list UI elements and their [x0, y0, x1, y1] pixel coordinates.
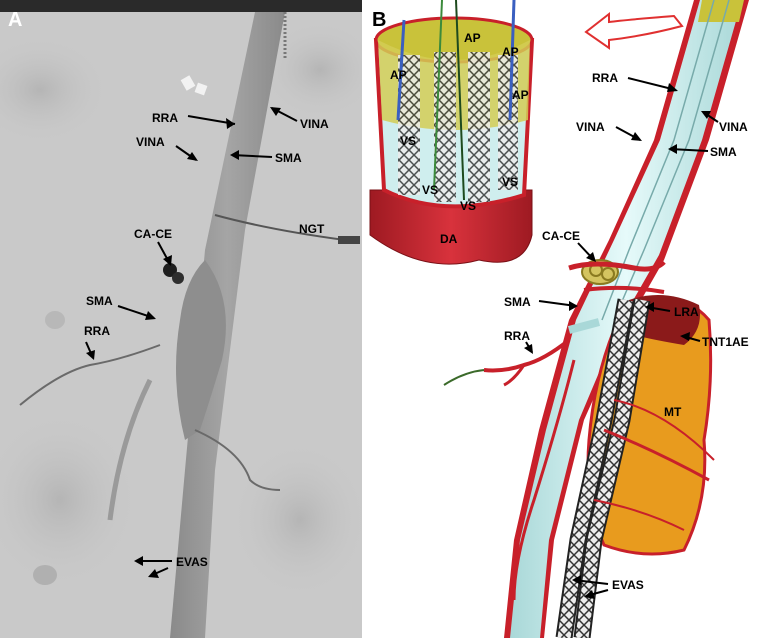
label-sma-b-mid: SMA — [504, 295, 531, 309]
panel-a-angiogram: A RRA VINA VINA SMA NGT CA-CE SMA RRA EV… — [0, 0, 362, 638]
label-ngt: NGT — [299, 222, 325, 236]
label-vina-a-right: VINA — [300, 117, 329, 131]
label-vina-b-right: VINA — [719, 120, 748, 134]
panel-a-letter: A — [8, 9, 22, 31]
label-vina-a-left: VINA — [136, 135, 165, 149]
label-ca-ce-b: CA-CE — [542, 229, 580, 243]
inset-cylinder — [369, 0, 535, 265]
direction-arrow-icon — [584, 11, 684, 50]
label-ap-3: AP — [390, 68, 407, 82]
label-vina-b-left: VINA — [576, 120, 605, 134]
label-lra: LRA — [674, 305, 699, 319]
label-da: DA — [440, 232, 458, 246]
angiogram-image: A RRA VINA VINA SMA NGT CA-CE SMA RRA EV… — [0, 0, 362, 638]
label-vs-1: VS — [400, 134, 416, 148]
label-vs-2: VS — [422, 183, 438, 197]
label-vs-4: VS — [502, 175, 518, 189]
panel-b-illustration: B AP AP AP AP VS VS VS VS DA — [364, 0, 759, 638]
label-ca-ce-a: CA-CE — [134, 227, 172, 241]
label-sma-b-top: SMA — [710, 145, 737, 159]
label-rra-b: RRA — [592, 71, 618, 85]
schematic-illustration: B AP AP AP AP VS VS VS VS DA — [369, 0, 749, 638]
label-rra-b-low: RRA — [504, 329, 530, 343]
label-rra-a-low: RRA — [84, 324, 110, 338]
panel-b-letter: B — [372, 9, 386, 31]
label-rra-a: RRA — [152, 111, 178, 125]
label-evas-a: EVAS — [176, 555, 208, 569]
label-sma-a-mid: SMA — [86, 294, 113, 308]
label-tnt1ae: TNT1AE — [702, 335, 749, 349]
label-evas-b: EVAS — [612, 578, 644, 592]
label-ap-2: AP — [502, 45, 519, 59]
label-vs-3: VS — [460, 199, 476, 213]
label-ap-4: AP — [512, 88, 529, 102]
label-ap-1: AP — [464, 31, 481, 45]
label-mt: MT — [664, 405, 682, 419]
label-sma-a-top: SMA — [275, 151, 302, 165]
